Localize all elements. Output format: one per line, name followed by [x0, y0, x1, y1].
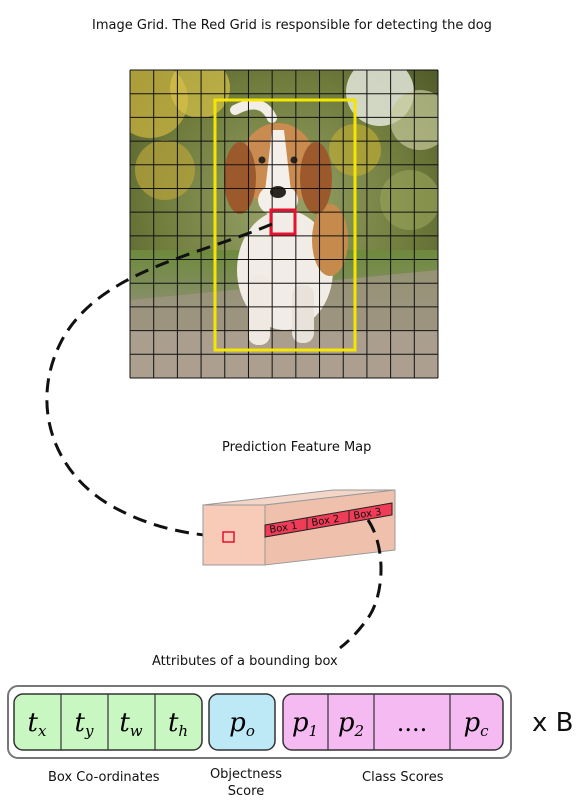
attributes-title: Attributes of a bounding box [152, 654, 338, 669]
class-p2: p2 [338, 708, 364, 740]
image-grid [129, 69, 439, 379]
coord-th: th [168, 708, 188, 740]
anchor-box-3: Box 3 [353, 507, 383, 522]
feature-map-title: Prediction Feature Map [222, 440, 372, 455]
coord-tw: tw [119, 708, 142, 740]
anchor-box-2: Box 2 [311, 514, 341, 529]
dog-photo [130, 70, 438, 378]
class-scores-label: Class Scores [362, 770, 444, 785]
objectness-po: po [229, 708, 255, 740]
class-pc: pc [463, 708, 489, 740]
anchor-multiplier: x B [532, 708, 574, 738]
feature-map-cell [222, 531, 235, 543]
figure-title: Image Grid. The Red Grid is responsible … [92, 18, 492, 33]
objectness-group: po [208, 693, 276, 751]
box-coordinates-label: Box Co-ordinates [48, 770, 160, 785]
connector-cell-to-featuremap [45, 222, 273, 539]
coord-ty: ty [75, 708, 94, 740]
coord-tx: tx [28, 708, 47, 740]
connector-strip-to-attributes [339, 519, 383, 650]
bounding-box [213, 98, 357, 352]
class-ellipsis: .... [397, 709, 428, 737]
anchor-strip [264, 502, 393, 538]
responsible-grid-cell [269, 208, 297, 236]
class-p1: p1 [292, 708, 318, 740]
anchor-box-1: Box 1 [269, 521, 299, 536]
box-coordinates-group: tx ty tw th [13, 693, 203, 751]
class-scores-group: p1 p2 .... pc [282, 693, 504, 751]
prediction-feature-map: Box 1 Box 2 Box 3 [202, 489, 396, 566]
